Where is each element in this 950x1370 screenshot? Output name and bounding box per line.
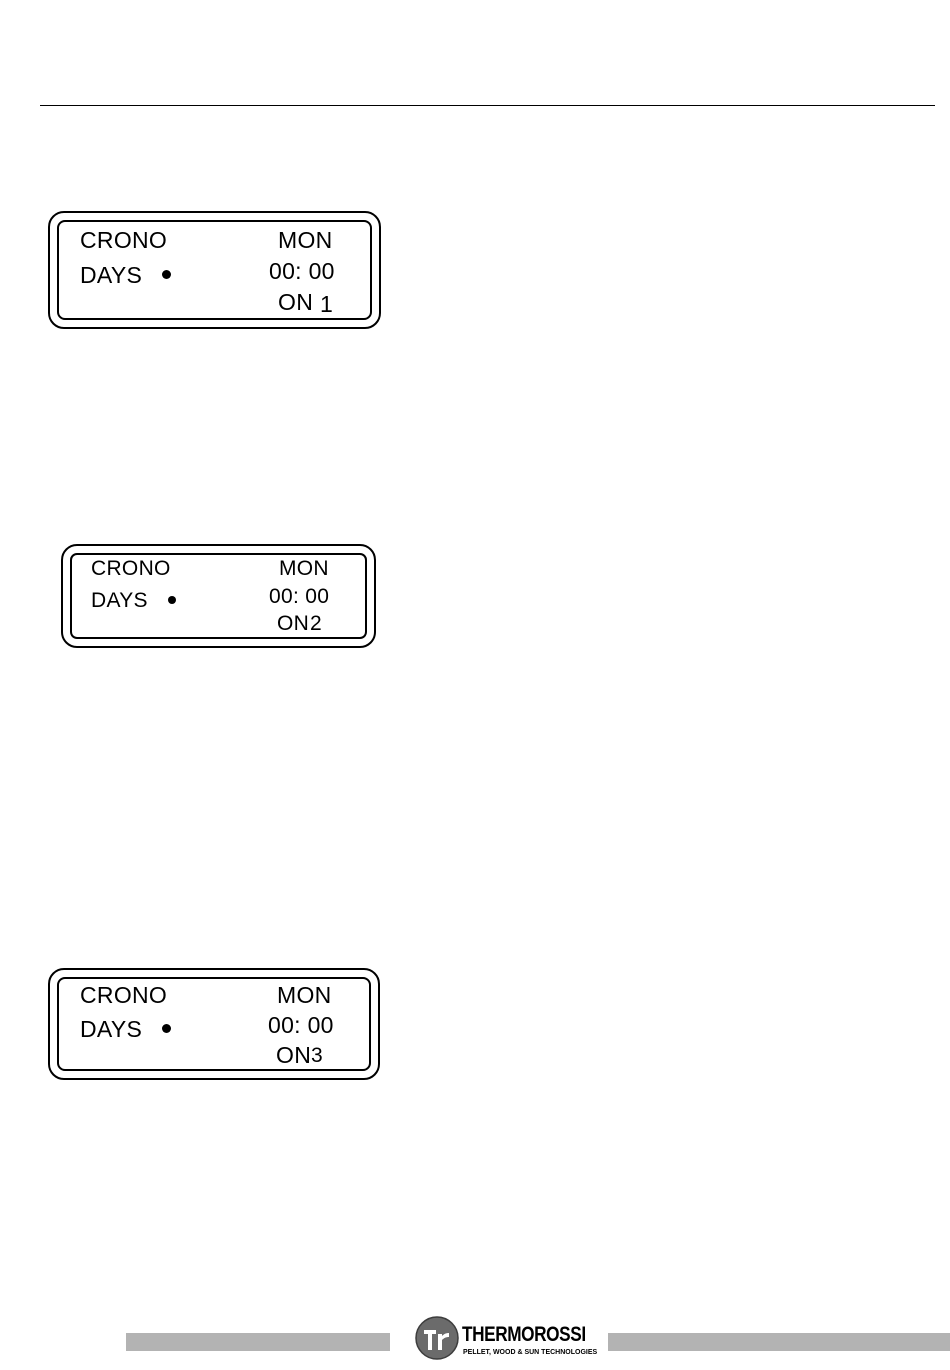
mode-number: 1	[320, 293, 333, 316]
day-value: MON	[277, 984, 332, 1007]
time-value: 00: 00	[268, 1014, 334, 1037]
days-label: DAYS	[80, 1018, 142, 1041]
crono-display-2: CRONO MON DAYS 00: 00 ON 2	[61, 544, 376, 648]
mode-number: 3	[311, 1045, 323, 1066]
tr-monogram-icon	[415, 1316, 459, 1360]
crono-display-3: CRONO MON DAYS 00: 00 ON 3	[48, 968, 380, 1080]
mode-number: 2	[310, 613, 322, 634]
day-value: MON	[278, 229, 333, 252]
day-value: MON	[279, 558, 329, 579]
crono-display-1: CRONO MON DAYS 00: 00 ON 1	[48, 211, 381, 329]
crono-label: CRONO	[80, 984, 167, 1007]
selection-dot-icon	[162, 1024, 171, 1033]
mode-prefix: ON	[277, 613, 309, 634]
crono-label: CRONO	[80, 229, 167, 252]
brand-name: THERMOROSSI	[462, 1323, 586, 1347]
days-label: DAYS	[91, 590, 148, 611]
footer-bar-left	[126, 1333, 390, 1351]
mode-prefix: ON	[276, 1044, 311, 1067]
days-label: DAYS	[80, 264, 142, 287]
time-value: 00: 00	[269, 586, 329, 607]
header-rule	[40, 105, 935, 106]
selection-dot-icon	[162, 270, 171, 279]
selection-dot-icon	[168, 596, 176, 604]
mode-prefix: ON	[278, 291, 313, 314]
time-value: 00: 00	[269, 260, 335, 283]
footer-bar-right	[608, 1333, 950, 1351]
crono-label: CRONO	[91, 558, 171, 579]
brand-tagline: PELLET, WOOD & SUN TECHNOLOGIES	[463, 1349, 597, 1356]
